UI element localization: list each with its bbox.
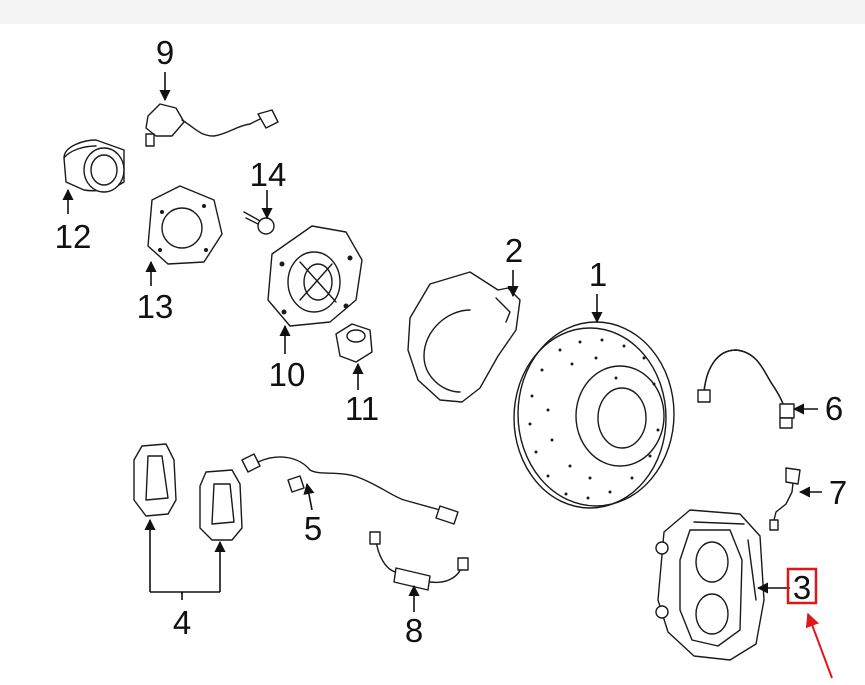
callout-labels: 9 12 13 14 10 11 2 1 6 7 5 4 8 3: [55, 34, 848, 649]
callout-5: 5: [304, 510, 322, 547]
callout-12: 12: [55, 218, 92, 255]
callout-6: 6: [825, 390, 843, 427]
callout-4: 4: [173, 604, 191, 641]
part-11-nut: [335, 323, 373, 363]
leader-lines: [62, 72, 822, 612]
part-4-brake-pads: [133, 443, 243, 541]
leader-4: [144, 518, 226, 600]
part-2-splash-shield: [407, 271, 521, 403]
top-bar: [0, 0, 865, 24]
part-1-brake-rotor: [513, 321, 675, 509]
highlight-arrow: [805, 612, 833, 679]
callout-10: 10: [269, 356, 306, 393]
part-10-wheel-hub: [267, 225, 363, 327]
callout-13: 13: [137, 288, 174, 325]
highlight-box: [786, 567, 818, 605]
callout-8: 8: [405, 612, 423, 649]
part-13-shield-plate: [147, 185, 223, 265]
part-14-bolt: [243, 211, 275, 235]
part-9-speed-sensor: [145, 103, 279, 147]
callout-3: 3: [793, 569, 811, 606]
part-3-brake-caliper: [655, 509, 765, 661]
callout-9: 9: [156, 34, 174, 71]
part-7-brake-line: [769, 467, 801, 531]
callout-1: 1: [589, 256, 607, 293]
part-5-wear-sensor: [241, 453, 459, 525]
part-12-wheel-bearing: [63, 139, 125, 193]
part-6-brake-hose: [697, 349, 795, 429]
callout-11: 11: [345, 390, 379, 427]
part-8-wear-sensor-rear: [369, 531, 469, 591]
callout-14: 14: [250, 156, 287, 193]
rotor-drill-holes: [528, 338, 660, 500]
callout-7: 7: [829, 474, 847, 511]
highlight-callout-3: [786, 567, 833, 679]
callout-2: 2: [505, 232, 523, 269]
leader-5: [303, 482, 315, 511]
